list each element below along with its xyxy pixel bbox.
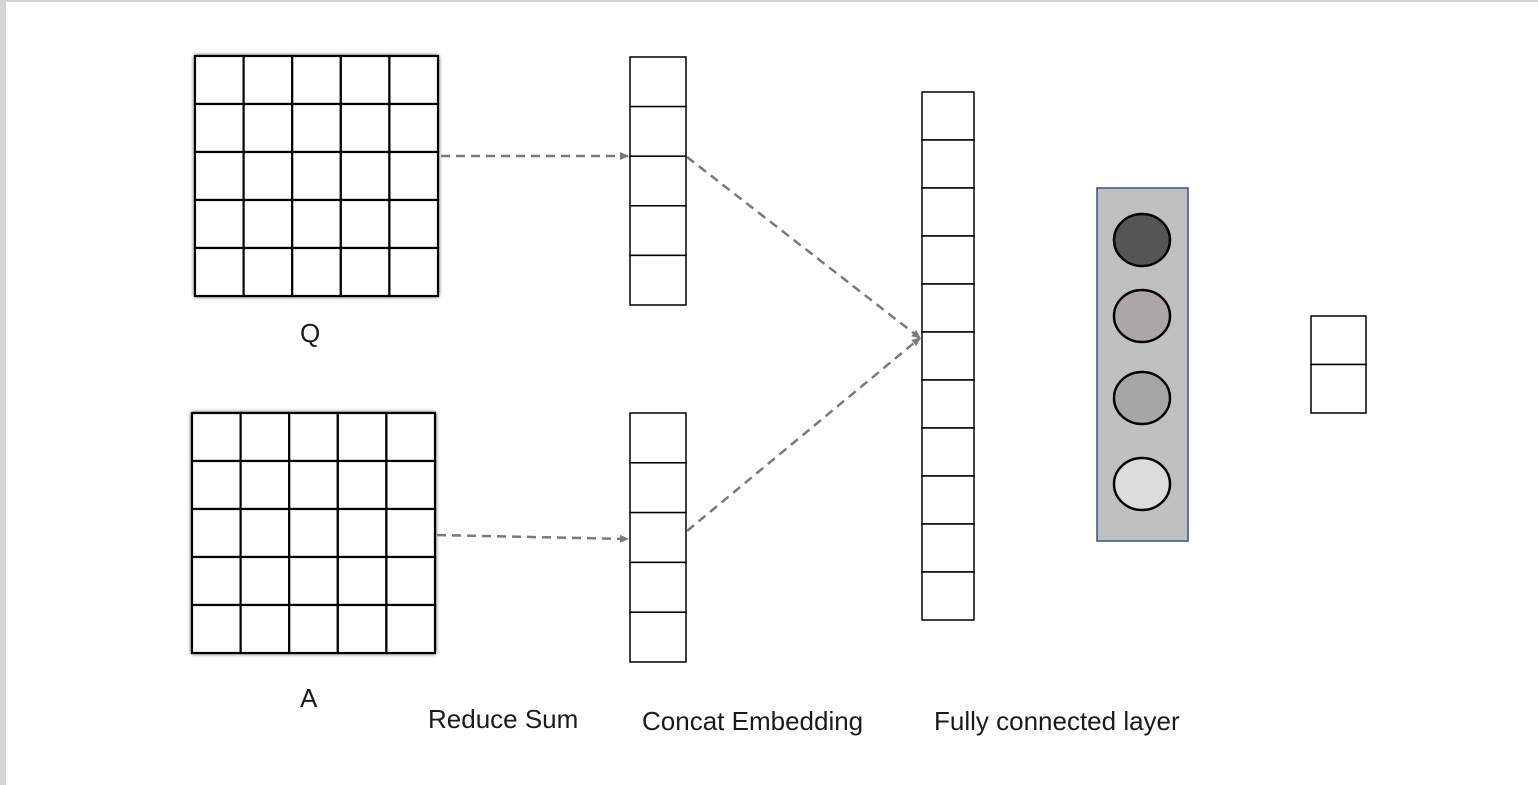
q-matrix-cell — [291, 54, 342, 106]
a-matrix-cell — [239, 459, 291, 511]
q-vector-cell — [629, 56, 687, 108]
output-vector-cell — [1310, 315, 1367, 366]
a-matrix-cell — [288, 459, 339, 511]
a-label: A — [300, 683, 318, 713]
a-vector-cell — [629, 561, 687, 613]
a-matrix — [190, 411, 437, 655]
q-matrix-cell — [339, 246, 391, 298]
q-matrix-cell — [388, 150, 440, 202]
a-matrix-cell — [288, 507, 339, 559]
concat-vector-cell — [921, 475, 975, 525]
a-matrix-cell — [239, 555, 291, 607]
concat-vector-cell — [921, 283, 975, 333]
a-vector-to-concat-arrow — [686, 337, 921, 532]
q-vector-cell — [629, 155, 687, 207]
q-matrix — [193, 54, 440, 298]
concat-vector-cell — [921, 91, 975, 141]
q-matrix-cell — [291, 102, 342, 154]
concat-vector-cell — [921, 235, 975, 285]
a-matrix-cell — [385, 507, 437, 559]
a-matrix-cell — [239, 411, 291, 463]
output-vector — [1310, 315, 1367, 414]
q-matrix-cell — [291, 198, 342, 250]
a-matrix-cell — [385, 603, 437, 655]
concat-vector-cell — [921, 139, 975, 189]
a-matrix-cell — [385, 411, 437, 463]
concat-vector-cell — [921, 187, 975, 237]
q-reduced-vector — [629, 56, 687, 306]
q-matrix-cell — [339, 150, 391, 202]
concat-embedding-vector — [921, 91, 975, 621]
a-matrix-cell — [288, 411, 339, 463]
fully-connected-layer — [1096, 187, 1189, 542]
a-to-vector-arrow — [436, 533, 629, 543]
a-vector-cell — [629, 462, 687, 514]
a-matrix-cell — [336, 459, 388, 511]
q-matrix-cell — [242, 102, 294, 154]
neuron-2 — [1112, 288, 1172, 344]
concat-vector-cell — [921, 427, 975, 477]
q-matrix-cell — [193, 150, 245, 202]
q-vector-cell — [629, 105, 687, 157]
a-matrix-cell — [385, 555, 437, 607]
q-matrix-cell — [339, 54, 391, 106]
q-vector-cell — [629, 254, 687, 306]
q-matrix-cell — [242, 198, 294, 250]
a-matrix-cell — [288, 555, 339, 607]
q-matrix-cell — [388, 54, 440, 106]
q-matrix-cell — [388, 246, 440, 298]
a-matrix-cell — [336, 411, 388, 463]
output-vector-cell — [1310, 363, 1367, 414]
q-matrix-cell — [339, 102, 391, 154]
q-label: Q — [300, 318, 321, 348]
q-matrix-cell — [291, 150, 342, 202]
q-matrix-cell — [291, 246, 342, 298]
q-vector-cell — [629, 205, 687, 257]
a-matrix-cell — [336, 555, 388, 607]
concat-vector-cell — [921, 331, 975, 381]
neuron-1 — [1112, 212, 1172, 268]
a-vector-cell — [629, 412, 687, 464]
arrows — [436, 152, 921, 543]
neuron-3 — [1112, 370, 1172, 426]
a-matrix-cell — [190, 603, 242, 655]
q-matrix-cell — [193, 246, 245, 298]
q-matrix-cell — [388, 102, 440, 154]
q-matrix-cell — [242, 246, 294, 298]
q-matrix-cell — [193, 198, 245, 250]
a-matrix-cell — [239, 603, 291, 655]
concat-embedding-label: Concat Embedding — [642, 706, 864, 736]
a-matrix-cell — [336, 603, 388, 655]
a-matrix-cell — [288, 603, 339, 655]
q-matrix-cell — [242, 150, 294, 202]
a-matrix-cell — [385, 459, 437, 511]
q-vector-to-concat-arrow — [686, 156, 921, 339]
a-vector-cell — [629, 611, 687, 663]
a-vector-cell — [629, 511, 687, 564]
concat-vector-cell — [921, 379, 975, 429]
q-matrix-cell — [193, 102, 245, 154]
a-matrix-cell — [239, 507, 291, 559]
concat-vector-cell — [921, 523, 975, 573]
a-matrix-cell — [190, 555, 242, 607]
neuron-4 — [1112, 456, 1172, 512]
a-matrix-cell — [190, 459, 242, 511]
a-matrix-cell — [336, 507, 388, 559]
concat-vector-cell — [921, 571, 975, 621]
reduce-sum-label: Reduce Sum — [428, 704, 579, 734]
a-matrix-cell — [190, 411, 242, 463]
q-matrix-cell — [339, 198, 391, 250]
fully-connected-label: Fully connected layer — [934, 706, 1180, 736]
q-matrix-cell — [193, 54, 245, 106]
a-reduced-vector — [629, 412, 687, 663]
a-matrix-cell — [190, 507, 242, 559]
q-matrix-cell — [242, 54, 294, 106]
q-matrix-cell — [388, 198, 440, 250]
